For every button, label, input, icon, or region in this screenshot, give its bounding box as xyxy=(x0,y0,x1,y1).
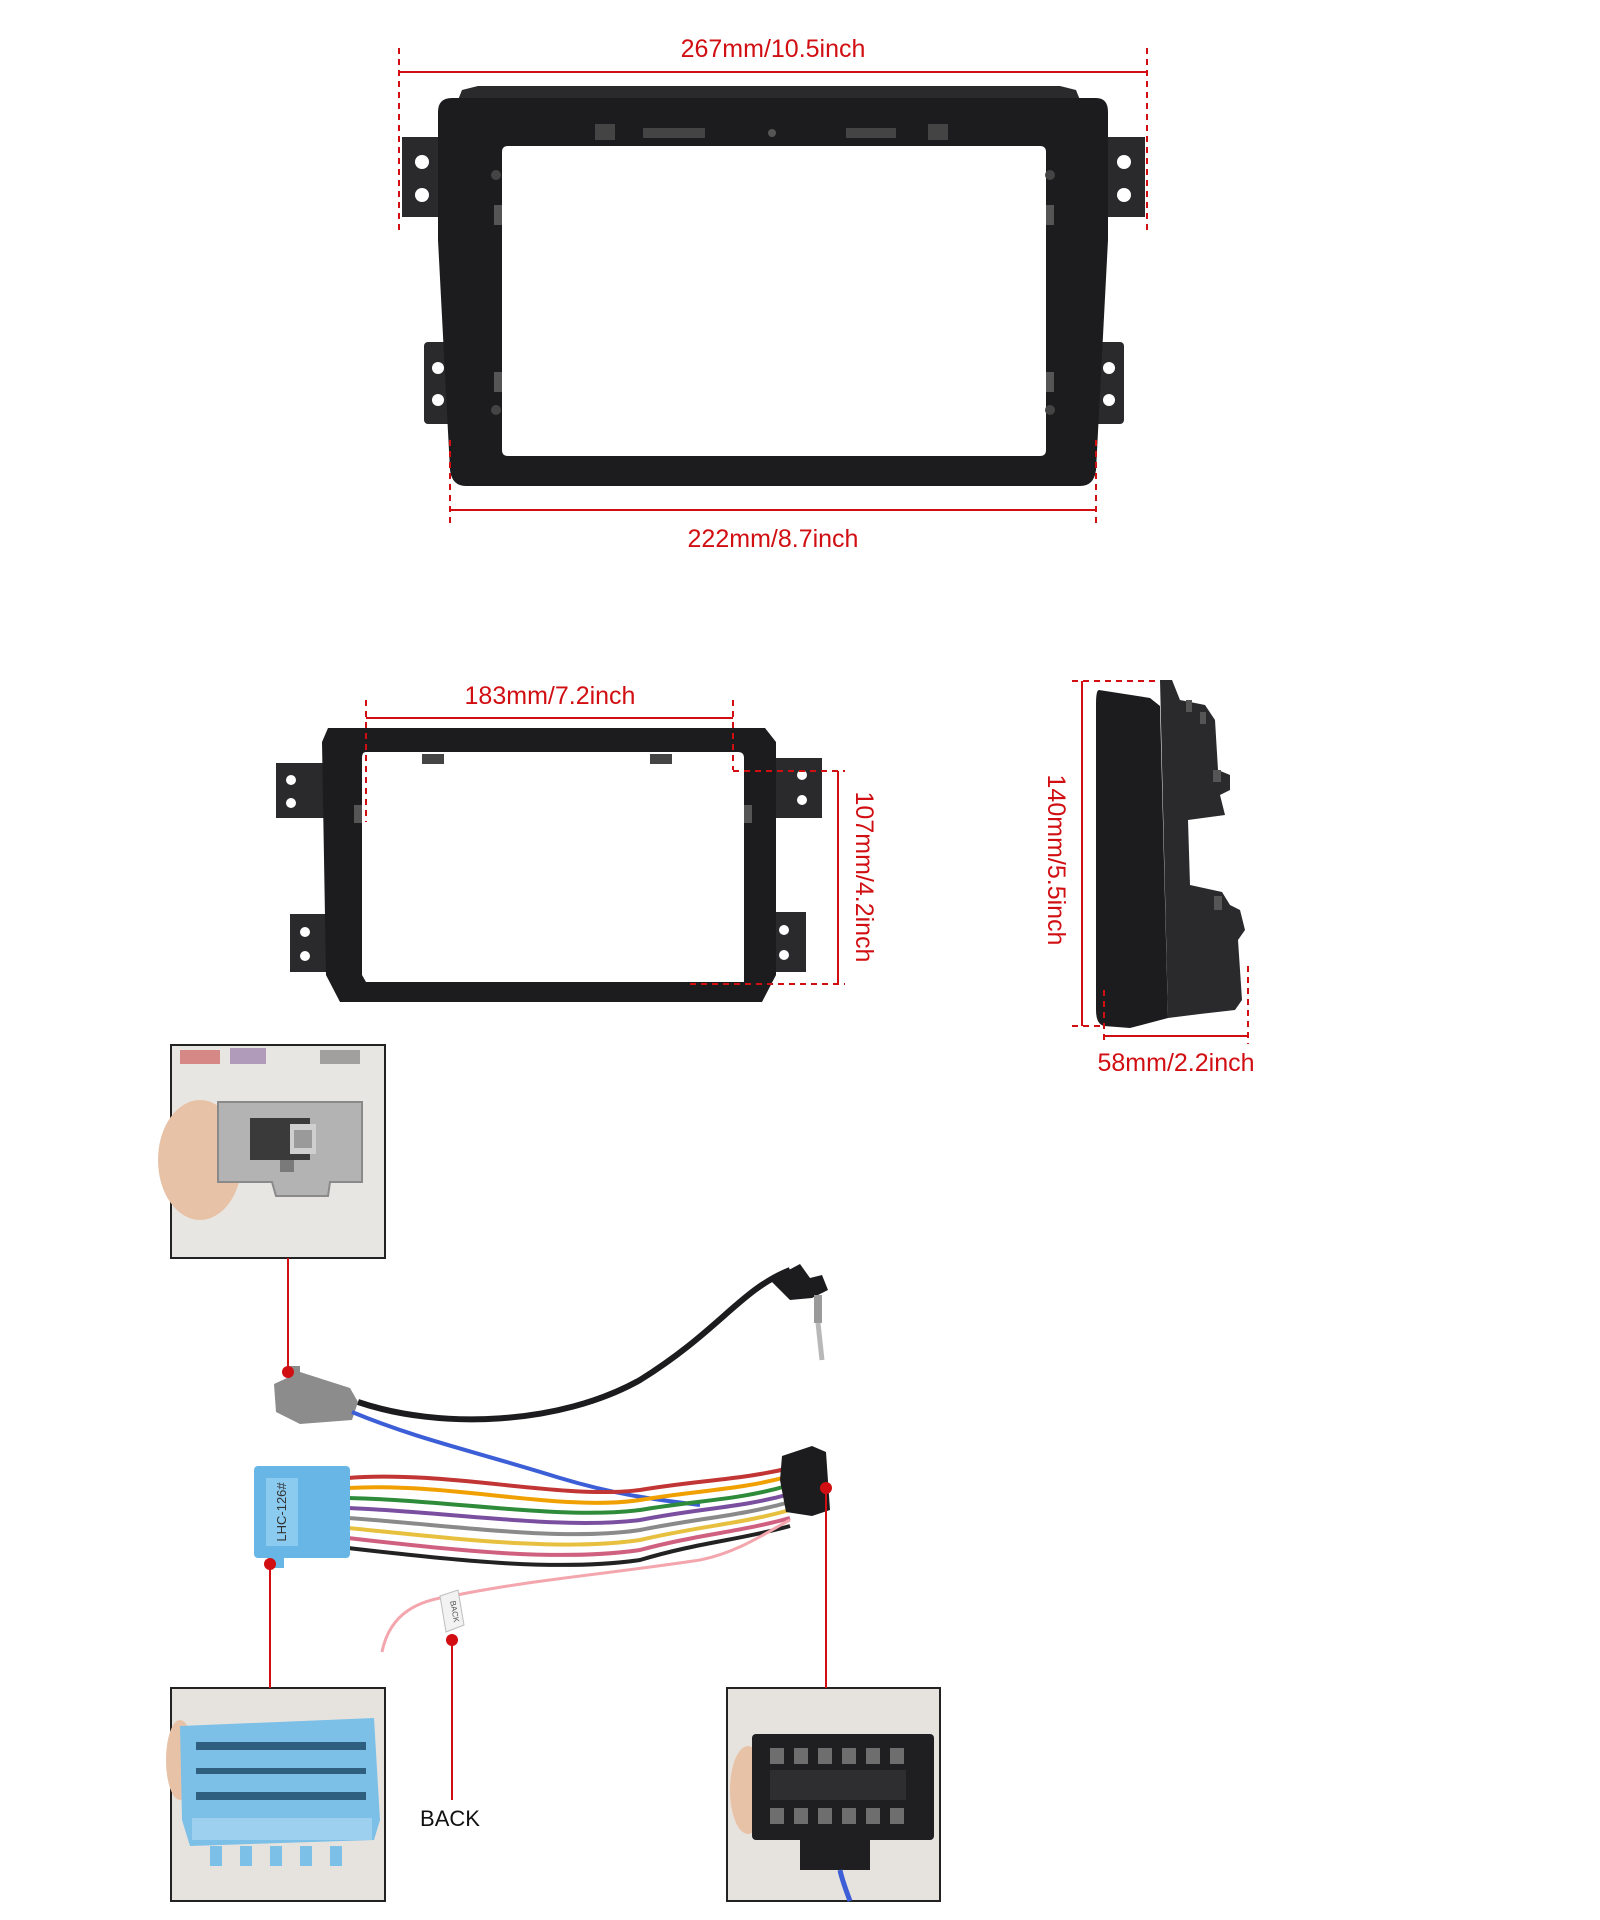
middle-frame-angled-view xyxy=(276,728,822,1002)
dimension-bottom-width: 222mm/8.7inch xyxy=(449,440,1097,553)
middle-frame-bracket-left-lower xyxy=(290,914,330,972)
dimension-bottom-width-label: 222mm/8.7inch xyxy=(688,525,859,553)
dimension-side-height-label: 140mm/5.5inch xyxy=(1042,775,1070,946)
callout-dot-blue-connector xyxy=(264,1558,276,1570)
dimension-top-width: 267mm/10.5inch xyxy=(398,35,1148,232)
callout-back-label: BACK xyxy=(420,1806,480,1831)
side-profile-view xyxy=(1096,680,1245,1028)
blue-connector-label: LHC-126# xyxy=(274,1482,289,1542)
side-profile-bezel xyxy=(1096,690,1168,1028)
side-profile-clips xyxy=(1160,680,1245,1018)
top-frame-bracket-left-upper xyxy=(402,137,444,217)
black-iso-connector xyxy=(780,1446,830,1516)
back-tag xyxy=(439,1589,465,1633)
middle-frame-bracket-left-upper xyxy=(276,763,326,818)
inset-iso-connector-closeup xyxy=(726,1687,941,1902)
back-tag-label: BACK xyxy=(448,1600,461,1624)
dimension-inner-width-label: 183mm/7.2inch xyxy=(465,682,636,710)
antenna-plug xyxy=(770,1264,828,1300)
top-frame-front-view xyxy=(402,86,1145,486)
callout-dot-back xyxy=(446,1634,458,1646)
antenna-adapter xyxy=(274,1372,358,1424)
dimension-inner-width: 183mm/7.2inch xyxy=(365,682,734,822)
inset-antenna-adapter-closeup xyxy=(158,1044,386,1259)
inset-blue-connector-closeup xyxy=(166,1687,386,1902)
dimension-side-height: 140mm/5.5inch xyxy=(1042,680,1160,1027)
dimension-side-depth: 58mm/2.2inch xyxy=(1097,966,1255,1077)
dimension-side-depth-label: 58mm/2.2inch xyxy=(1097,1049,1254,1077)
dimension-inner-height-label: 107mm/4.2inch xyxy=(850,792,878,963)
dimension-inner-height: 107mm/4.2inch xyxy=(690,770,878,985)
top-frame-bracket-right-upper xyxy=(1103,137,1145,217)
dimension-top-width-label: 267mm/10.5inch xyxy=(681,35,866,63)
callout-dot-iso-connector xyxy=(820,1482,832,1494)
middle-frame-bracket-right-upper xyxy=(776,758,822,818)
callout-dot-adapter xyxy=(282,1366,294,1378)
wiring-harness: LHC-126# BACK xyxy=(254,1264,830,1653)
